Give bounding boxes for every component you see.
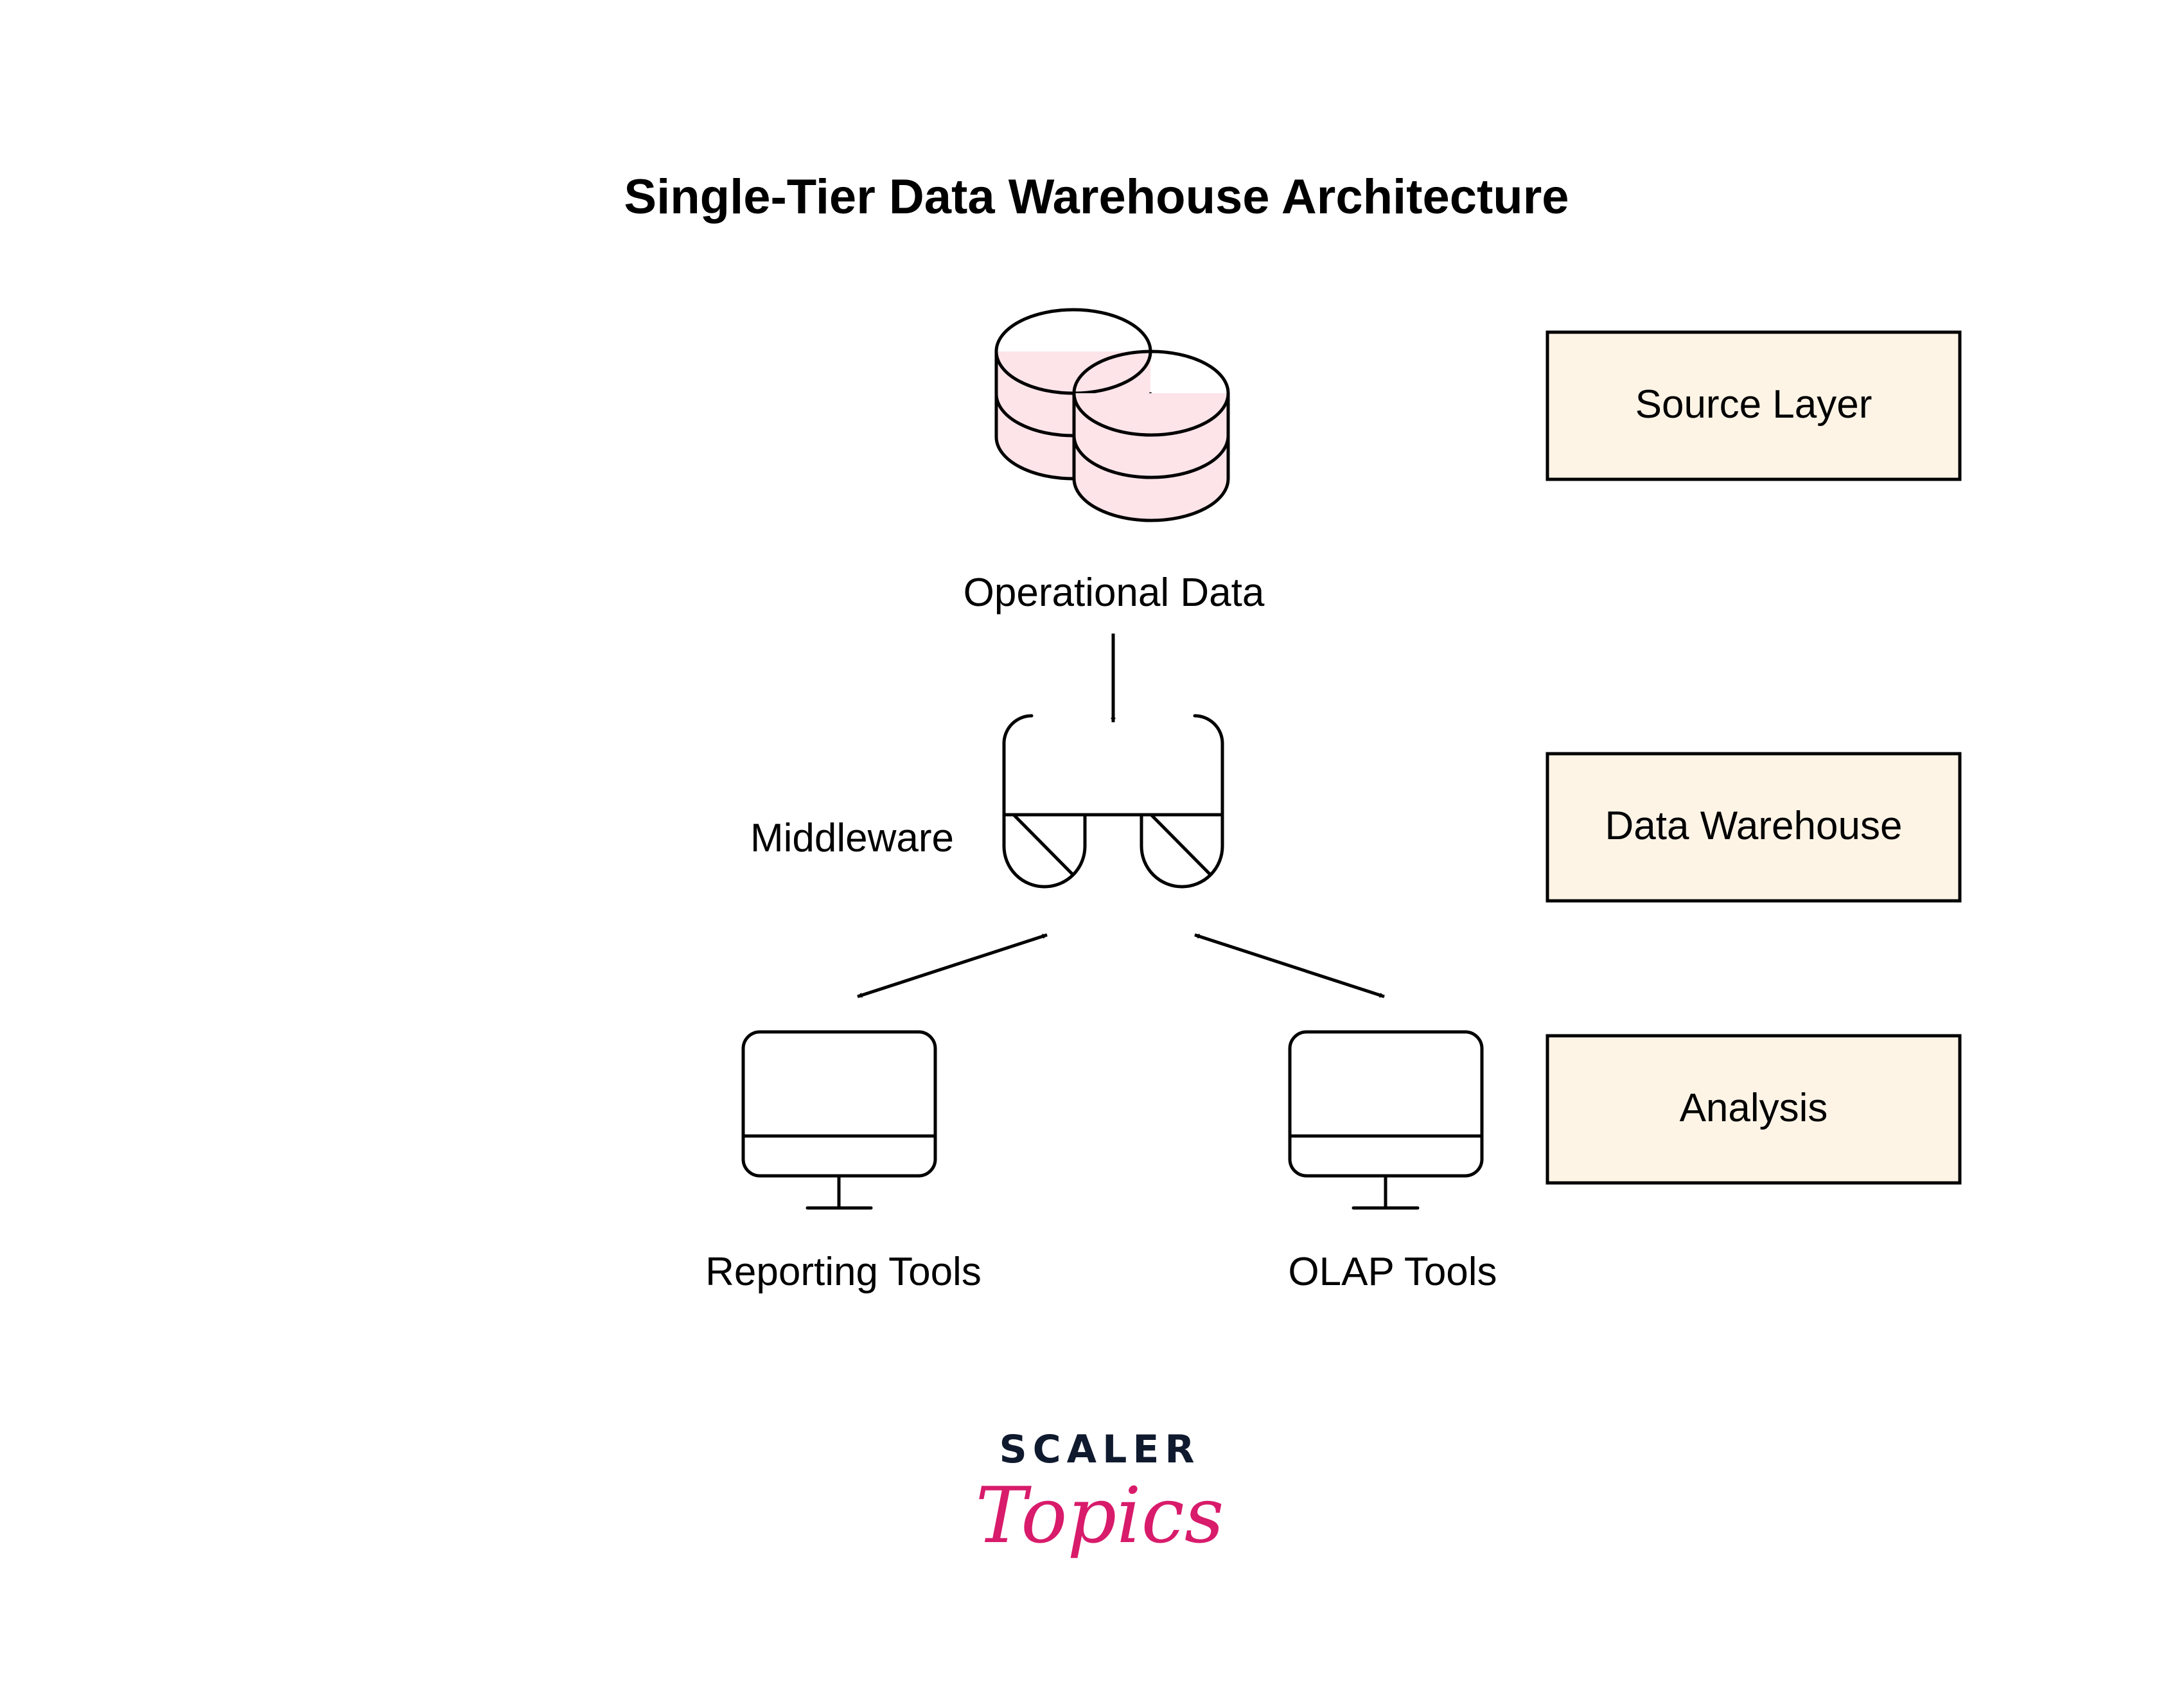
diagram-title: Single-Tier Data Warehouse Architecture — [624, 170, 1569, 224]
layer-box-source: Source Layer — [1546, 330, 1962, 481]
layer-box-analysis: Analysis — [1546, 1034, 1962, 1185]
operational-data-label: Operational Data — [964, 571, 1265, 615]
olap-tools-label: OLAP Tools — [1288, 1250, 1497, 1294]
scaler-topics-logo: SCALER Topics — [976, 1427, 1224, 1561]
layer-label-source: Source Layer — [1635, 382, 1872, 427]
middleware-icon — [1002, 714, 1224, 889]
arrow-middleware-reporting — [857, 933, 1048, 998]
middleware-pill-right — [1140, 813, 1224, 889]
middleware-pill-left — [1002, 813, 1087, 889]
layer-label-data-warehouse: Data Warehouse — [1605, 804, 1903, 848]
arrow-middleware-olap — [1194, 933, 1385, 998]
middleware-label: Middleware — [750, 816, 954, 860]
monitor-icon-reporting — [741, 1030, 937, 1210]
database-icon — [994, 308, 1230, 522]
layer-label-analysis: Analysis — [1680, 1086, 1828, 1130]
logo-scaler-text: SCALER — [999, 1427, 1200, 1472]
layer-box-data-warehouse: Data Warehouse — [1546, 752, 1962, 903]
reporting-tools-label: Reporting Tools — [705, 1250, 982, 1294]
database-cylinder-front — [1072, 350, 1230, 522]
logo-topics-text: Topics — [976, 1471, 1224, 1561]
monitor-icon-olap — [1288, 1030, 1484, 1210]
